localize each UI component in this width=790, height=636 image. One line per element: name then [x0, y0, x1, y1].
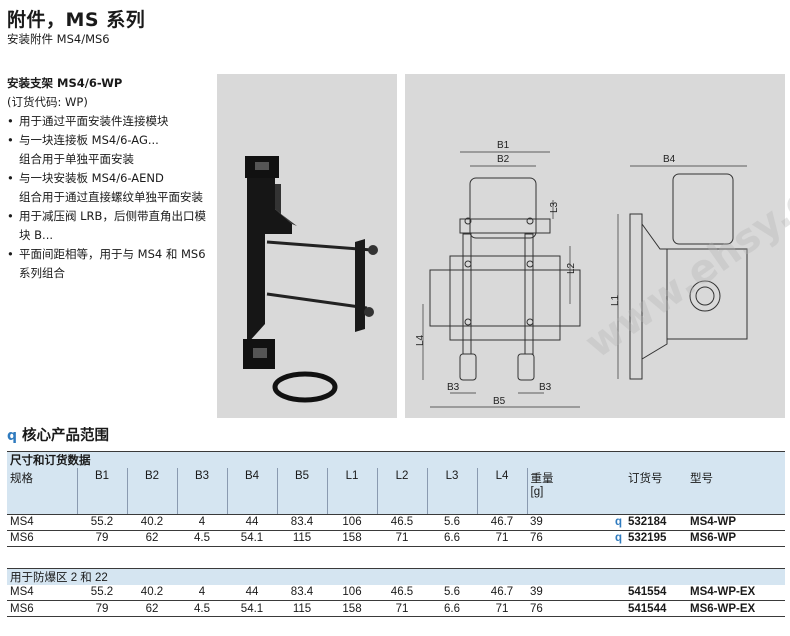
- header-cell: B3: [176, 468, 227, 515]
- header-cell: L1: [326, 468, 377, 515]
- product-name: 安装支架 MS4/6-WP: [7, 76, 123, 90]
- table-row: MS6 79 62 4.5 54.1 115 158 71 6.6 71 76 …: [7, 600, 785, 617]
- dim-label: B2: [497, 154, 510, 165]
- header-cell: 规格: [7, 468, 77, 515]
- order-number: 541554: [625, 584, 687, 601]
- feature-item: 用于减压阀 LRB，后侧带直角出口模块 B...: [7, 207, 207, 245]
- dimension-drawing: B1 B2 B3 B3 B4 B5 L1 L2 L3 L4: [405, 74, 785, 418]
- header-cell: 重量[g]: [526, 468, 603, 515]
- header-cell: B5: [276, 468, 327, 515]
- type-code: MS4-WP-EX: [687, 584, 785, 601]
- table-row: MS4 55.2 40.2 4 44 83.4 106 46.5 5.6 46.…: [7, 514, 785, 531]
- dim-label: L3: [549, 201, 560, 213]
- page-subtitle: 安装附件 MS4/MS6: [7, 32, 110, 46]
- header-cell: L2: [376, 468, 427, 515]
- page-title: 附件，MS 系列: [7, 9, 146, 31]
- type-code: MS6-WP-EX: [687, 600, 785, 617]
- q-icon: q: [603, 514, 625, 531]
- order-code: (订货代码: WP): [7, 95, 88, 109]
- order-number: 532184: [625, 514, 687, 531]
- header-cell: 订货号: [625, 468, 687, 515]
- header-cell: B1: [76, 468, 127, 515]
- type-code: MS4-WP: [687, 514, 785, 531]
- product-photo: [217, 74, 397, 418]
- feature-list: 用于通过平面安装件连接模块 与一块连接板 MS4/6-AG...组合用于单独平面…: [7, 112, 207, 283]
- dim-label: L2: [566, 262, 577, 274]
- dim-label: B5: [493, 396, 506, 407]
- spec-table: 尺寸和订货数据 规格 B1 B2 B3 B4 B5 L1 L2 L3 L4 重量…: [7, 451, 785, 617]
- header-cell: B2: [126, 468, 177, 515]
- dim-label: L4: [415, 334, 426, 346]
- feature-item: 用于通过平面安装件连接模块: [7, 112, 207, 131]
- header-cell: B4: [226, 468, 277, 515]
- feature-item: 与一块连接板 MS4/6-AG...组合用于单独平面安装: [7, 131, 207, 169]
- order-number: 541544: [625, 600, 687, 617]
- table-row: MS4 55.2 40.2 4 44 83.4 106 46.5 5.6 46.…: [7, 584, 785, 601]
- header-cell: L3: [426, 468, 477, 515]
- q-icon: q: [603, 530, 625, 547]
- product-description: 安装支架 MS4/6-WP (订货代码: WP) 用于通过平面安装件连接模块 与…: [7, 74, 207, 283]
- dim-label: B4: [663, 154, 676, 165]
- type-code: MS6-WP: [687, 530, 785, 547]
- dim-label: B3: [447, 382, 460, 393]
- dim-label: B3: [539, 382, 552, 393]
- table-band: 用于防爆区 2 和 22: [7, 567, 785, 585]
- feature-item: 平面间距相等，用于与 MS4 和 MS6 系列组合: [7, 245, 207, 283]
- dim-label: B1: [497, 140, 510, 151]
- dim-label: L1: [610, 294, 621, 306]
- table-header-row: 规格 B1 B2 B3 B4 B5 L1 L2 L3 L4 重量[g] 订货号 …: [7, 468, 785, 515]
- order-number: 532195: [625, 530, 687, 547]
- table-band: 尺寸和订货数据: [7, 451, 785, 468]
- header-cell: L4: [476, 468, 527, 515]
- table-row: MS6 79 62 4.5 54.1 115 158 71 6.6 71 76 …: [7, 530, 785, 547]
- q-icon: q: [7, 428, 18, 444]
- header-cell: 型号: [687, 468, 785, 515]
